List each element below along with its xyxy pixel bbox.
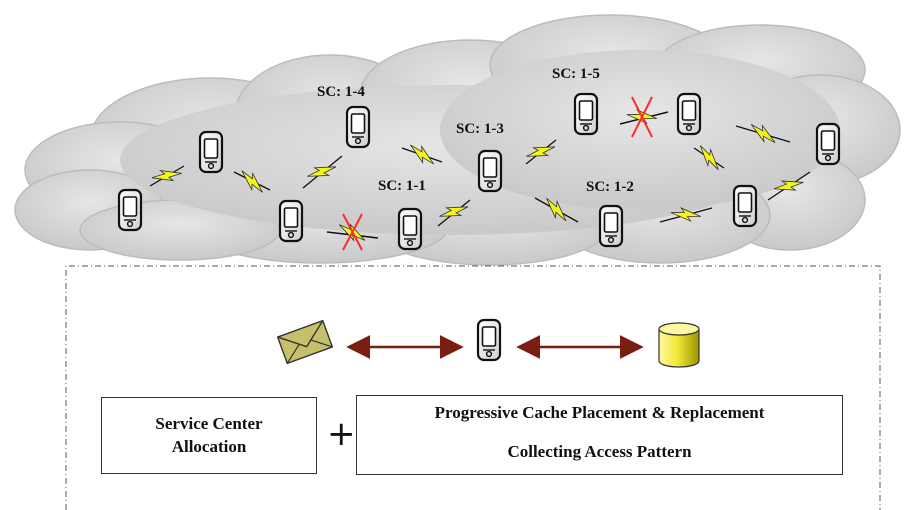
mobile-device-icon	[117, 188, 143, 232]
dashed-frame	[65, 265, 881, 510]
wireless-link-icon	[233, 168, 271, 195]
cache-strategy-box: Progressive Cache Placement & Replacemen…	[356, 395, 843, 475]
mobile-device-icon	[676, 92, 702, 136]
mobile-device-icon	[598, 204, 624, 248]
sc-label-1-1: SC: 1-1	[378, 178, 426, 194]
mobile-device-icon	[477, 149, 503, 193]
sc-label-1-2: SC: 1-2	[586, 179, 634, 195]
wireless-link-icon	[401, 142, 443, 167]
wireless-link-icon	[767, 171, 811, 201]
wireless-link-icon	[659, 203, 713, 226]
allocation-line-1: Service Center	[155, 413, 263, 433]
wireless-link-icon	[302, 155, 343, 189]
service-center-allocation-box: Service Center Allocation	[101, 397, 317, 474]
mobile-device-icon	[732, 184, 758, 228]
allocation-line-2: Allocation	[171, 436, 247, 456]
cache-placement-label: Progressive Cache Placement & Replacemen…	[434, 403, 765, 423]
cache-placement-row: Progressive Cache Placement & Replacemen…	[357, 396, 842, 431]
broken-link-icon	[626, 96, 658, 138]
envelope-icon	[276, 319, 334, 365]
mobile-device-icon	[397, 207, 423, 251]
access-pattern-row: Collecting Access Pattern	[357, 431, 842, 474]
mobile-device-icon	[278, 199, 304, 243]
sc-label-1-4: SC: 1-4	[317, 84, 365, 100]
mobile-device-icon	[198, 130, 224, 174]
wireless-link-icon	[524, 136, 557, 167]
mobile-device-icon	[573, 92, 599, 136]
wireless-link-icon	[693, 143, 726, 172]
cloud-shape	[14, 14, 901, 266]
wireless-link-icon	[735, 122, 791, 145]
plus-sign: +	[327, 414, 356, 454]
mobile-device-icon	[476, 318, 502, 362]
mobile-device-icon	[345, 105, 371, 149]
broken-link-icon	[336, 213, 368, 251]
access-pattern-label: Collecting Access Pattern	[507, 442, 692, 462]
database-cylinder-icon	[658, 322, 700, 368]
wireless-link-icon	[437, 196, 471, 227]
wireless-link-icon	[534, 195, 579, 224]
sc-label-1-3: SC: 1-3	[456, 121, 504, 137]
sc-label-1-5: SC: 1-5	[552, 66, 600, 82]
mobile-device-icon	[815, 122, 841, 166]
wireless-link-icon	[149, 161, 185, 190]
